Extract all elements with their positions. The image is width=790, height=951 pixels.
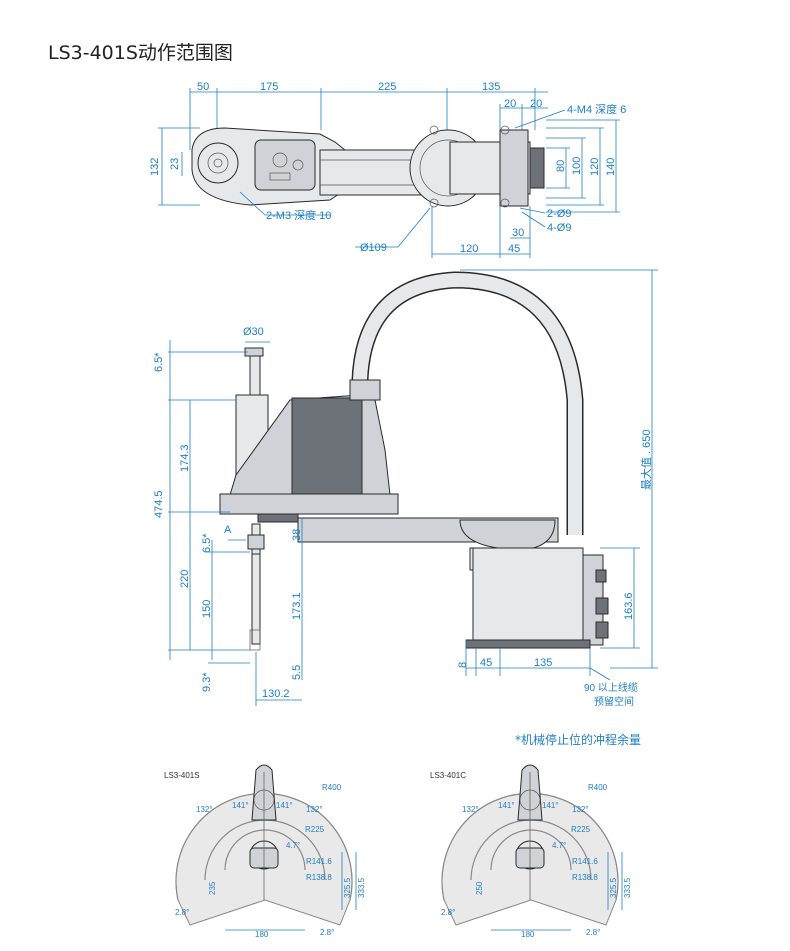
dim-20b: 20 [530,98,542,110]
page-title: LS3-401S动作范围图 [48,42,233,64]
side-view: Ø30 6.5 [153,269,658,708]
dim-474-5: 474.5 [153,490,165,518]
dim-150: 150 [201,600,213,618]
dim-135-base: 135 [534,657,552,669]
label-a: A [224,524,232,536]
label-phi109: Ø109 [360,242,387,254]
range-right-4-7: 4.7° [552,841,566,850]
range-left-235: 235 [208,881,217,895]
range-diagram-left: LS3-401S 180 235 325.5 333.5 2.8° 2.8° 4… [164,764,366,939]
dim-30: 30 [512,227,524,239]
range-left-r141-6: R141.6 [306,857,332,866]
range-right-r400: R400 [588,783,608,792]
range-left-angle-3: 141° [276,801,293,810]
dim-100: 100 [571,157,583,175]
cable-note-1: 90 以上线缆 [584,681,638,694]
range-right-2-8b: 2.8° [586,928,600,937]
label-2-m3: 2-M3 深度 10 [266,208,331,222]
dim-80: 80 [555,160,567,172]
range-left-2-8a: 2.8° [175,908,189,917]
dim-175: 175 [260,81,278,93]
range-left-angle-1: 132° [196,805,213,814]
dim-45-bottom: 45 [508,243,520,255]
dim-120-bottom: 120 [460,243,478,255]
dim-38: 38 [291,529,303,541]
top-view: 50 175 225 135 20 20 132 23 [149,81,626,258]
range-left-angle-4: 132° [306,805,323,814]
label-max-650: 最大值 . 650 [639,429,653,490]
label-4-phi9: 4-Ø9 [547,222,571,234]
range-right-r141-6: R141.6 [572,857,598,866]
range-left-180: 180 [255,930,269,939]
dim-173-1: 173.1 [291,592,303,620]
dim-225: 225 [378,81,396,93]
dim-132: 132 [149,158,161,176]
dim-220: 220 [179,570,191,588]
range-right-r138-8: R138.8 [572,873,598,882]
dim-130-2: 130.2 [262,688,290,700]
range-right-angle-2: 141° [498,801,515,810]
dim-6-5-top: 6.5* [153,352,165,372]
range-right-2-8a: 2.8° [441,908,455,917]
dim-50: 50 [197,81,209,93]
range-right-180: 180 [521,930,535,939]
mech-stop-note: *机械停止位的冲程余量 [515,732,641,747]
dim-9-3: 9.3* [201,672,213,692]
range-diagram-right: LS3-401C 180 250 325.5 333.5 2.8° 2.8° 4… [430,764,632,939]
dim-120: 120 [589,158,601,176]
range-right-250: 250 [475,881,484,895]
dim-8: 8 [457,662,469,668]
dim-45-base: 45 [480,657,492,669]
range-left-label: LS3-401S [164,771,200,780]
range-right-angle-4: 132° [572,805,589,814]
dim-5-5: 5.5 [291,665,303,680]
range-left-333-5: 333.5 [357,877,366,898]
range-right-angle-1: 132° [462,805,479,814]
range-right-325-5: 325.5 [609,877,618,898]
range-left-2-8b: 2.8° [320,928,334,937]
dim-6-5-mid: 6.5* [201,533,213,553]
label-2-phi9: 2-Ø9 [547,208,571,220]
range-left-4-7: 4.7° [286,841,300,850]
range-right-333-5: 333.5 [623,877,632,898]
range-right-r225: R225 [571,825,591,834]
cable-note-2: 预留空间 [594,695,634,708]
range-left-r138-8: R138.8 [306,873,332,882]
dim-phi30: Ø30 [243,326,264,338]
dim-174-3: 174.3 [179,444,191,472]
dim-23: 23 [169,158,181,170]
range-left-angle-2: 141° [232,801,249,810]
range-left-r400: R400 [322,783,342,792]
range-right-label: LS3-401C [430,771,466,780]
dim-140: 140 [605,158,617,176]
label-4-m4: 4-M4 深度 6 [567,102,626,116]
dim-163-6: 163.6 [623,592,635,620]
dim-20a: 20 [504,98,516,110]
range-left-325-5: 325.5 [343,877,352,898]
range-right-angle-3: 141° [542,801,559,810]
range-left-r225: R225 [305,825,325,834]
dim-135: 135 [482,81,500,93]
